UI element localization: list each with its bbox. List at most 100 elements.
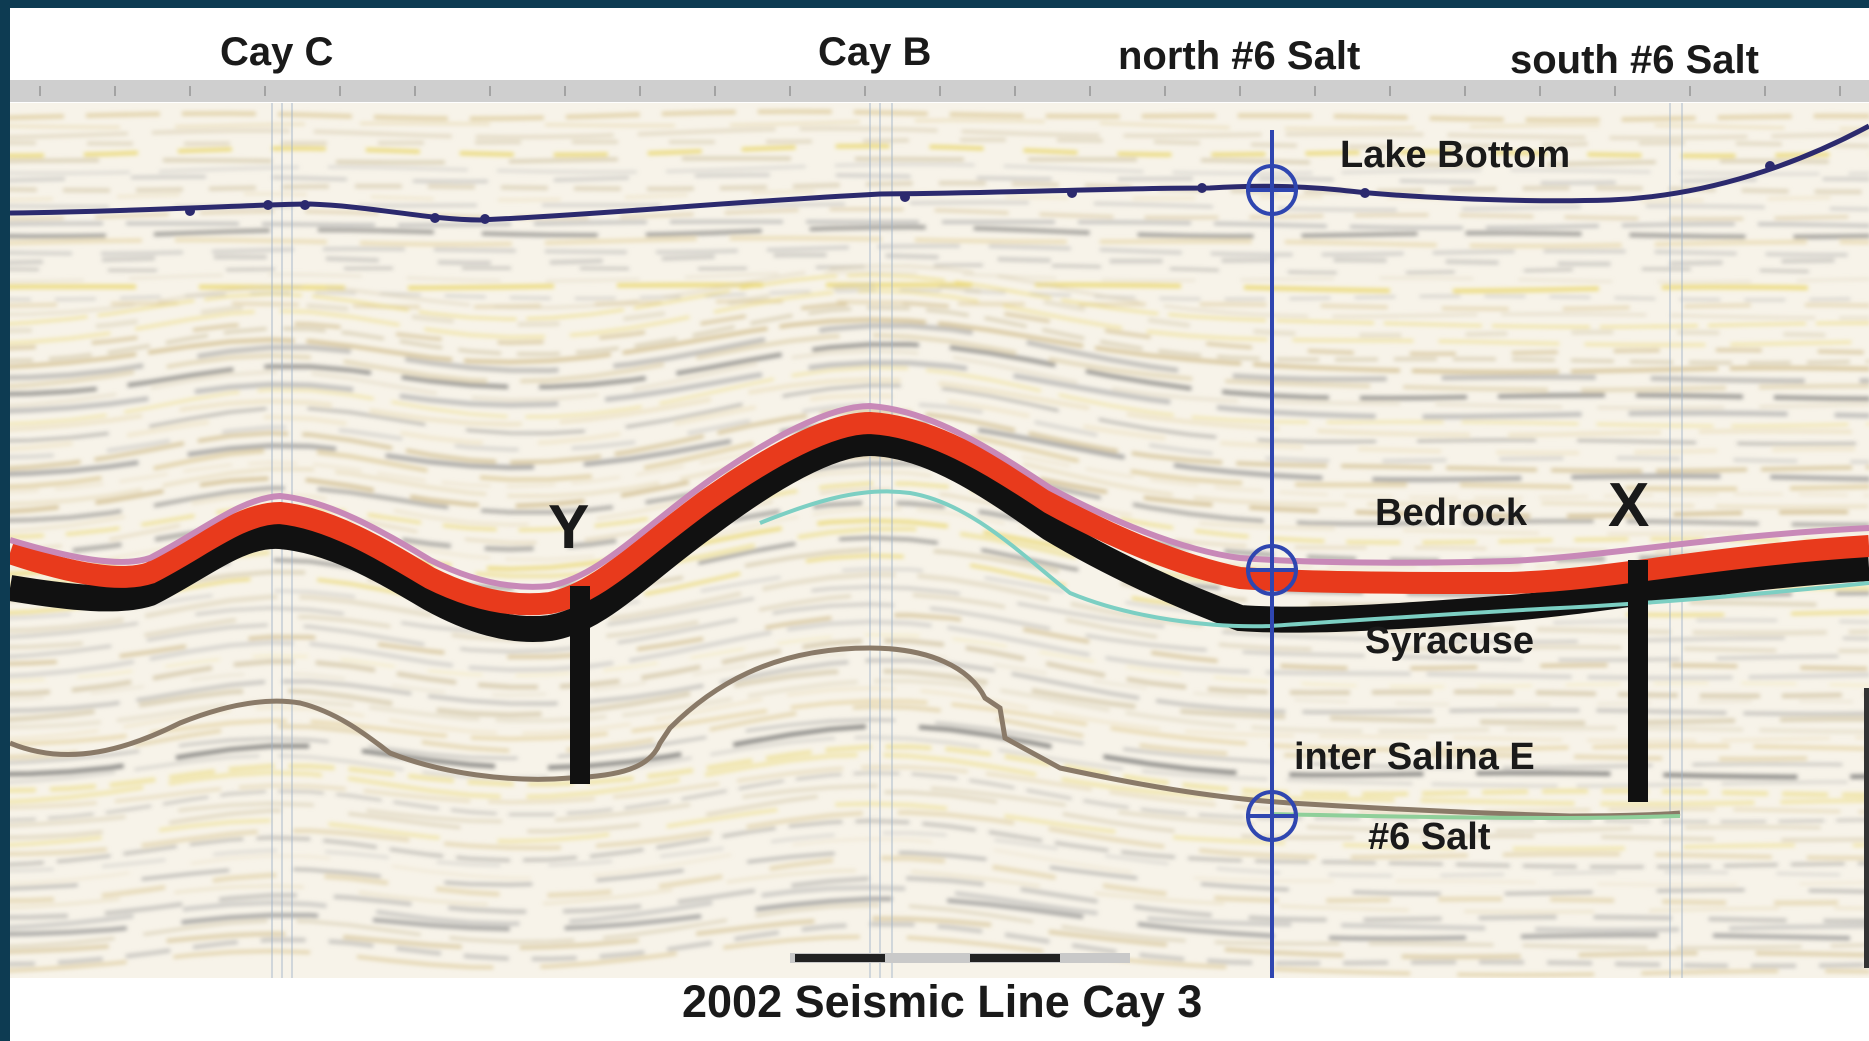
reflector-line (10, 704, 1869, 761)
well-label-cay-c: Cay C (220, 30, 334, 74)
inter-salina-horizon (10, 645, 1681, 819)
reflector-line (10, 201, 1869, 212)
reflector-line (10, 144, 1869, 158)
salt6-horizon (1269, 812, 1681, 821)
seismic-figure: Cay C Cay B north #6 Salt south #6 Salt … (10, 8, 1869, 1041)
reflector-line (10, 922, 1869, 969)
ruler-ticks (39, 86, 1841, 96)
reflector-line (10, 896, 1869, 941)
reflector-line (10, 850, 1869, 896)
reflector-line (10, 752, 1869, 807)
reflector-line (10, 876, 1869, 923)
reflector-line (10, 638, 1869, 699)
reflector-line (10, 613, 1869, 671)
x-thickness-bar (1628, 560, 1648, 802)
reflector-line (10, 488, 1869, 553)
reflector-line (10, 784, 1869, 833)
reflector-line (10, 220, 1869, 230)
reflector-line (10, 620, 1869, 680)
reflector-line (10, 305, 1869, 365)
lake-bottom-label: Lake Bottom (1340, 134, 1571, 176)
reflector-line (10, 156, 1869, 167)
reflector-line (10, 252, 1869, 267)
reflector-line (10, 724, 1869, 780)
reflector-line (10, 288, 1869, 302)
reflector-line (10, 425, 1869, 491)
syracuse-label: Syracuse (1365, 620, 1535, 662)
reflector-line (10, 593, 1869, 653)
reflector-line (10, 420, 1869, 482)
reflector-line (10, 264, 1869, 320)
y-marker-label: Y (548, 493, 590, 562)
reflector-line (10, 181, 1869, 195)
reflector-line (10, 126, 1869, 140)
seismic-section (10, 80, 1869, 1041)
reflector-line (10, 819, 1869, 869)
reflector-line (10, 718, 1869, 769)
reflector-line (10, 317, 1869, 374)
y-thickness-bar (570, 586, 590, 784)
bedrock-pink-line (10, 402, 1869, 590)
reflector-line (10, 744, 1869, 798)
reflector-line (10, 393, 1869, 455)
reflector-line (10, 699, 1869, 752)
reflector-line (10, 323, 1869, 384)
figure-caption: 2002 Seismic Line Cay 3 (682, 976, 1203, 1027)
reflector-line (10, 686, 1869, 743)
reflector-line (10, 271, 1869, 283)
reflector-line (10, 342, 1869, 401)
reflector-line (10, 377, 1869, 437)
reflector-line (10, 282, 1869, 294)
bedrock-label: Bedrock (1375, 492, 1528, 534)
reflector-line (10, 855, 1869, 906)
reflector-line (10, 634, 1869, 688)
reflector-line (10, 173, 1869, 185)
inter-salina-label: inter Salina E (1294, 736, 1535, 778)
scale-bar (790, 953, 1130, 963)
reflector-line (10, 264, 1869, 274)
reflector-line (10, 162, 1869, 176)
reflector-line (10, 225, 1869, 240)
reflector-line (10, 916, 1869, 959)
well-label-south-salt: south #6 Salt (1510, 38, 1759, 82)
reflector-line (10, 790, 1869, 842)
reflector-line (10, 934, 1869, 977)
well-crosshairs (1246, 164, 1298, 842)
reflector-line (10, 119, 1869, 131)
reflector-line (10, 831, 1869, 877)
reflector-line (10, 567, 1869, 625)
reflector-line (10, 810, 1869, 860)
reflector-line (10, 273, 1869, 328)
reflector-line (10, 585, 1869, 643)
x-marker-label: X (1608, 471, 1650, 540)
reflector-line (10, 402, 1869, 464)
reflector-line (10, 838, 1869, 886)
reflector-line (10, 572, 1869, 636)
reflector-line (10, 903, 1869, 950)
well-label-cay-b: Cay B (818, 30, 932, 74)
reflector-line (10, 333, 1869, 392)
reflector-line (10, 236, 1869, 248)
reflector-line (10, 470, 1869, 536)
reflector-line (10, 668, 1869, 726)
reflector-line (10, 109, 1869, 123)
reflector-line (10, 244, 1869, 257)
lake-bottom-picks (185, 161, 1775, 224)
color-scale-edge (1864, 688, 1869, 968)
reflector-line (10, 409, 1869, 473)
well-label-north-salt: north #6 Salt (1118, 34, 1361, 78)
reflector-line (10, 301, 1869, 356)
reflector-line (10, 138, 1869, 149)
reflector-line (10, 869, 1869, 914)
reflector-line (10, 801, 1869, 851)
reflector-line (10, 885, 1869, 933)
reflector-line (10, 360, 1869, 420)
reflector-line (10, 658, 1869, 716)
lake-bottom-horizon (10, 123, 1869, 223)
reflector-line (10, 736, 1869, 788)
reflector-line (10, 349, 1869, 410)
salt6-label: #6 Salt (1368, 816, 1491, 858)
reflector-line (10, 366, 1869, 428)
reflector-line (10, 765, 1869, 815)
bedrock-red-band (10, 411, 1869, 616)
